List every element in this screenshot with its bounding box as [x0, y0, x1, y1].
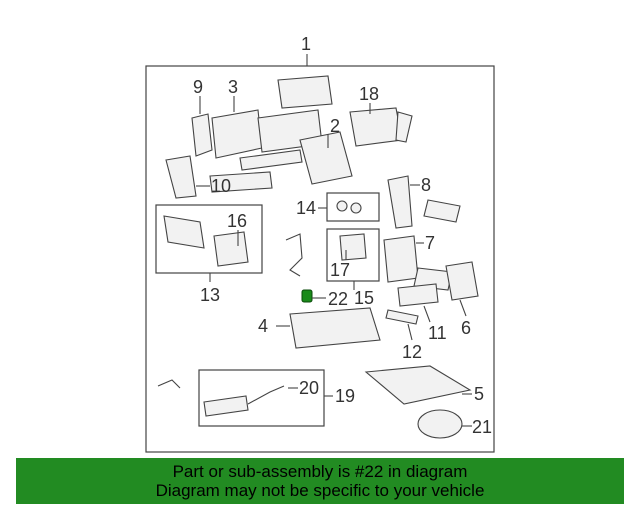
callout-14: 14 — [296, 198, 316, 218]
banner-line-1: Part or sub-assembly is #22 in diagram — [172, 462, 468, 481]
callout-11: 11 — [428, 323, 447, 343]
callout-4: 4 — [258, 316, 268, 336]
callout-1: 1 — [301, 34, 311, 54]
callout-2: 2 — [330, 116, 340, 136]
banner-line-2: Diagram may not be specific to your vehi… — [155, 481, 485, 500]
callout-16: 16 — [227, 211, 247, 231]
callout-19: 19 — [335, 386, 355, 406]
assembly-frame — [145, 65, 495, 453]
callout-18: 18 — [359, 84, 379, 104]
box-19 — [198, 369, 325, 427]
info-banner: Part or sub-assembly is #22 in diagram D… — [16, 458, 624, 504]
callout-13: 13 — [200, 285, 220, 305]
callout-5: 5 — [474, 384, 484, 404]
callout-3: 3 — [228, 77, 238, 97]
box-13 — [155, 204, 263, 274]
callout-17: 17 — [330, 260, 350, 280]
callout-6: 6 — [461, 318, 471, 338]
callout-15: 15 — [354, 288, 374, 308]
box-15 — [326, 228, 380, 282]
callout-21: 21 — [472, 417, 492, 437]
callout-12: 12 — [402, 342, 422, 362]
callout-22: 22 — [328, 289, 348, 309]
highlighted-part-22 — [301, 289, 313, 303]
callout-9: 9 — [193, 77, 203, 97]
box-14 — [326, 192, 380, 222]
callout-20: 20 — [299, 378, 319, 398]
callout-10: 10 — [211, 176, 231, 196]
callout-7: 7 — [425, 233, 435, 253]
callout-8: 8 — [421, 175, 431, 195]
parts-diagram: 1 9 3 18 2 10 8 14 16 7 17 13 22 15 4 11… — [145, 34, 495, 453]
